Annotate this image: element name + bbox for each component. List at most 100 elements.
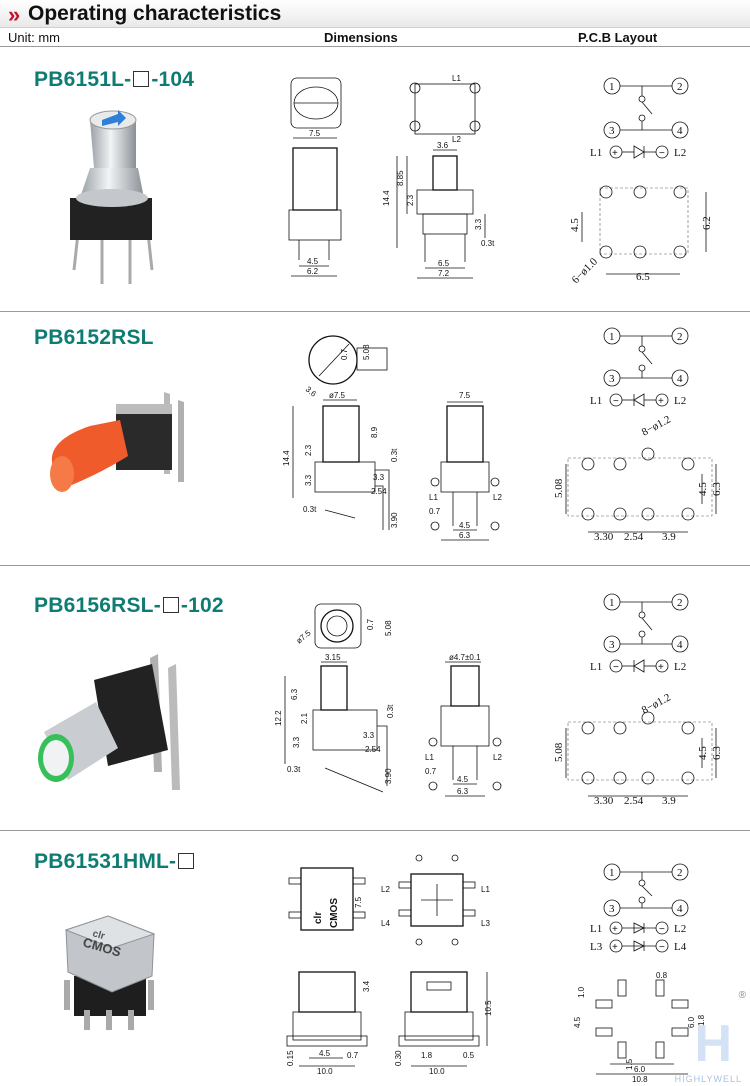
svg-text:3.6: 3.6: [304, 385, 319, 399]
svg-text:10.0: 10.0: [429, 1067, 445, 1076]
svg-text:0.3t: 0.3t: [287, 765, 301, 774]
svg-text:2.3: 2.3: [304, 444, 313, 456]
svg-text:0.3t: 0.3t: [303, 505, 317, 514]
page-title: Operating characteristics: [28, 2, 282, 25]
dimension-drawing: clr CMOS 7.5 L2 L1 L4 L3 3.4 0.15 4.5 0.…: [286, 854, 493, 1076]
svg-text:0.15: 0.15: [286, 1050, 295, 1066]
svg-text:L2: L2: [381, 885, 390, 894]
dimension-drawing: 0.7 5.08 3.6 ø7.5 8.9 14.4 2.3 0.3t 3.3 …: [282, 335, 502, 541]
svg-text:3.9: 3.9: [662, 531, 676, 543]
svg-text:6.3: 6.3: [711, 746, 723, 760]
svg-text:L1: L1: [452, 74, 461, 83]
svg-text:0.7: 0.7: [366, 618, 375, 630]
svg-text:4: 4: [677, 125, 683, 137]
svg-text:0.5: 0.5: [463, 1051, 475, 1060]
svg-text:+: +: [658, 396, 664, 407]
svg-text:−: −: [613, 396, 619, 407]
svg-text:L2: L2: [674, 923, 686, 935]
product-title: PB6156RSL--102: [34, 594, 224, 617]
svg-text:2: 2: [677, 331, 683, 343]
svg-text:−: −: [659, 924, 665, 935]
dimension-drawing: 7.5 4.5 6.2 L1 L2 3.6 14.4 8.85 2.3 3.3 …: [288, 74, 495, 279]
svg-text:3.3: 3.3: [292, 736, 301, 748]
svg-text:7.5: 7.5: [459, 391, 471, 400]
svg-text:4.5: 4.5: [307, 257, 319, 266]
svg-text:0.7: 0.7: [340, 348, 349, 360]
brand-logo: H: [694, 1015, 732, 1073]
svg-text:clr: clr: [91, 928, 106, 942]
svg-text:6−ø1.0: 6−ø1.0: [570, 255, 601, 286]
svg-text:3.30: 3.30: [594, 795, 614, 807]
title-chevron: »: [8, 2, 21, 27]
svg-text:L1: L1: [590, 661, 602, 673]
divider: [0, 830, 750, 831]
svg-text:1.8: 1.8: [421, 1051, 433, 1060]
svg-text:3.90: 3.90: [390, 512, 399, 528]
svg-text:2: 2: [677, 867, 683, 879]
svg-text:3.3: 3.3: [363, 731, 375, 740]
svg-text:6.3: 6.3: [457, 787, 469, 796]
svg-text:0.3t: 0.3t: [386, 704, 395, 718]
svg-text:4: 4: [677, 903, 683, 915]
watermark: HIGHLYWELL: [674, 1074, 742, 1084]
svg-text:6.0: 6.0: [634, 1065, 646, 1074]
svg-text:2.54: 2.54: [365, 745, 381, 754]
svg-text:5.08: 5.08: [553, 742, 565, 762]
svg-text:L1: L1: [429, 493, 438, 502]
svg-text:10.0: 10.0: [317, 1067, 333, 1076]
divider: [0, 565, 750, 566]
svg-text:6.2: 6.2: [701, 216, 713, 230]
svg-text:+: +: [612, 148, 618, 159]
svg-text:2.54: 2.54: [371, 487, 387, 496]
svg-text:6.5: 6.5: [438, 259, 450, 268]
svg-text:ø7.5: ø7.5: [329, 391, 346, 400]
svg-text:7.5: 7.5: [309, 129, 321, 138]
svg-text:L2: L2: [452, 135, 461, 144]
svg-text:0.3t: 0.3t: [390, 448, 399, 462]
svg-text:ø4.7±0.1: ø4.7±0.1: [449, 653, 481, 662]
svg-text:4.5: 4.5: [697, 482, 709, 496]
svg-text:4.5: 4.5: [319, 1049, 331, 1058]
svg-text:4.5: 4.5: [459, 521, 471, 530]
svg-text:L1: L1: [590, 395, 602, 407]
svg-text:−: −: [613, 662, 619, 673]
svg-text:L4: L4: [674, 941, 687, 953]
svg-text:1.0: 1.0: [577, 986, 586, 998]
svg-text:2: 2: [677, 597, 683, 609]
product-image: [70, 110, 154, 284]
svg-text:1: 1: [609, 867, 615, 879]
svg-text:3: 3: [609, 125, 615, 137]
product-title: PB61531HML-: [34, 850, 196, 874]
pcb-layout: 1 2 3 4 L1 + − L2 4.5 6.2 6.5 6−ø1.0: [569, 77, 713, 286]
svg-text:3.3: 3.3: [304, 474, 313, 486]
svg-text:6.0: 6.0: [687, 1016, 696, 1028]
svg-text:1: 1: [609, 81, 615, 93]
svg-text:3.4: 3.4: [362, 980, 371, 992]
svg-text:1.8: 1.8: [697, 1014, 706, 1026]
svg-text:2.3: 2.3: [406, 194, 415, 206]
svg-text:0.7: 0.7: [347, 1051, 359, 1060]
svg-text:L3: L3: [590, 941, 603, 953]
svg-text:+: +: [612, 924, 618, 935]
svg-text:clr: clr: [313, 912, 324, 924]
product-image: [50, 392, 184, 492]
registered-mark: ®: [738, 990, 746, 1001]
svg-text:L3: L3: [481, 919, 490, 928]
svg-text:L1: L1: [481, 885, 490, 894]
svg-text:3.9: 3.9: [662, 795, 676, 807]
svg-text:3: 3: [609, 639, 615, 651]
svg-text:4: 4: [677, 639, 683, 651]
svg-text:0.7: 0.7: [429, 507, 441, 516]
svg-text:3.3: 3.3: [474, 218, 483, 230]
pcb-layout: 1 2 3 4 L1 + − L2 L3 + − L4 0.8 1.0 4.5 …: [573, 863, 706, 1084]
svg-text:3: 3: [609, 373, 615, 385]
svg-text:6.3: 6.3: [459, 531, 471, 540]
svg-text:3.6: 3.6: [437, 141, 449, 150]
svg-text:3.90: 3.90: [384, 768, 393, 784]
svg-text:3.15: 3.15: [325, 653, 341, 662]
svg-text:6.3: 6.3: [711, 482, 723, 496]
pcb-layout: 1 2 3 4 L1 − + L2 8−ø1.2 5.08 4.5 6.3 3.…: [553, 593, 723, 807]
svg-text:L2: L2: [493, 493, 502, 502]
product-image: [38, 654, 180, 790]
svg-text:2: 2: [677, 81, 683, 93]
